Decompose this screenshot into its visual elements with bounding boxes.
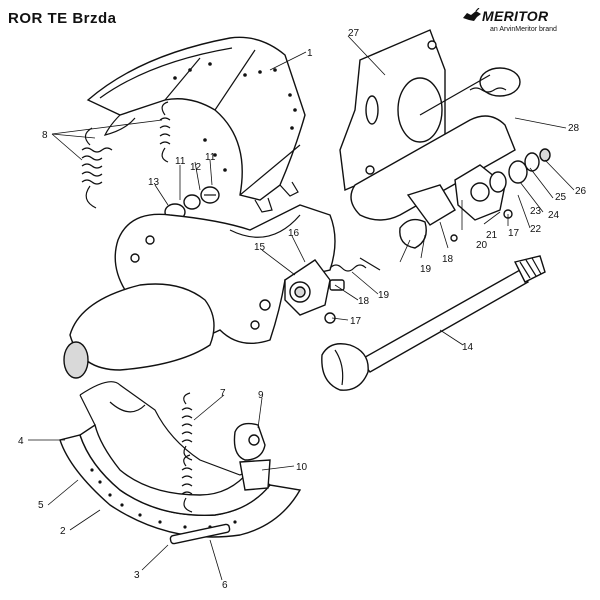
callout-11a: 11 bbox=[175, 156, 186, 167]
callout-1: 1 bbox=[307, 48, 313, 59]
callout-11b: 11 bbox=[205, 152, 216, 163]
callout-13: 13 bbox=[148, 177, 160, 188]
s-camshaft bbox=[321, 255, 546, 391]
callout-26: 26 bbox=[575, 186, 587, 197]
brand-logo-block: MERITOR an ArvinMeritor brand bbox=[462, 6, 594, 40]
callout-9: 9 bbox=[258, 390, 264, 401]
callout-22: 22 bbox=[530, 224, 542, 235]
brand-name: MERITOR bbox=[482, 8, 549, 24]
callout-19b: 19 bbox=[420, 264, 432, 275]
brake-chamber-tube bbox=[350, 67, 521, 221]
slack-adjuster-parts bbox=[399, 148, 551, 249]
callout-10: 10 bbox=[296, 462, 308, 473]
callout-14: 14 bbox=[462, 342, 474, 353]
callout-25: 25 bbox=[555, 192, 567, 203]
callout-24: 24 bbox=[548, 210, 560, 221]
callout-18b: 18 bbox=[442, 254, 454, 265]
callout-3: 3 bbox=[134, 570, 140, 581]
callout-17a: 17 bbox=[350, 316, 362, 327]
callout-7: 7 bbox=[220, 388, 226, 399]
callout-27: 27 bbox=[348, 28, 360, 39]
callout-labels: 1 2 3 4 5 6 7 8 9 10 11 11 12 13 14 15 1… bbox=[18, 28, 587, 591]
return-springs-lower bbox=[181, 392, 193, 513]
brake-spider-and-axle bbox=[63, 204, 336, 379]
callout-2: 2 bbox=[60, 526, 66, 537]
callout-18a: 18 bbox=[358, 296, 370, 307]
lower-brake-shoe bbox=[59, 381, 302, 545]
callout-16: 16 bbox=[288, 228, 300, 239]
callout-leaders bbox=[28, 35, 575, 581]
callout-23: 23 bbox=[530, 206, 542, 217]
callout-4: 4 bbox=[18, 436, 24, 447]
callout-28: 28 bbox=[568, 123, 580, 134]
callout-20: 20 bbox=[476, 240, 488, 251]
brand-tagline: an ArvinMeritor brand bbox=[490, 26, 557, 33]
upper-brake-shoe bbox=[86, 36, 306, 213]
bull-logo-icon bbox=[463, 8, 481, 21]
retainer-clip bbox=[233, 422, 271, 491]
camshaft-bracket-assembly bbox=[284, 257, 381, 324]
callout-15: 15 bbox=[254, 242, 266, 253]
callout-6: 6 bbox=[222, 580, 228, 591]
return-springs-upper bbox=[81, 101, 171, 209]
callout-19a: 19 bbox=[378, 290, 390, 301]
callout-12: 12 bbox=[190, 162, 202, 173]
callout-8: 8 bbox=[42, 130, 48, 141]
callout-21: 21 bbox=[486, 230, 498, 241]
callout-5: 5 bbox=[38, 500, 44, 511]
page-title: ROR TE Brzda bbox=[8, 10, 117, 27]
callout-17b: 17 bbox=[508, 228, 520, 239]
